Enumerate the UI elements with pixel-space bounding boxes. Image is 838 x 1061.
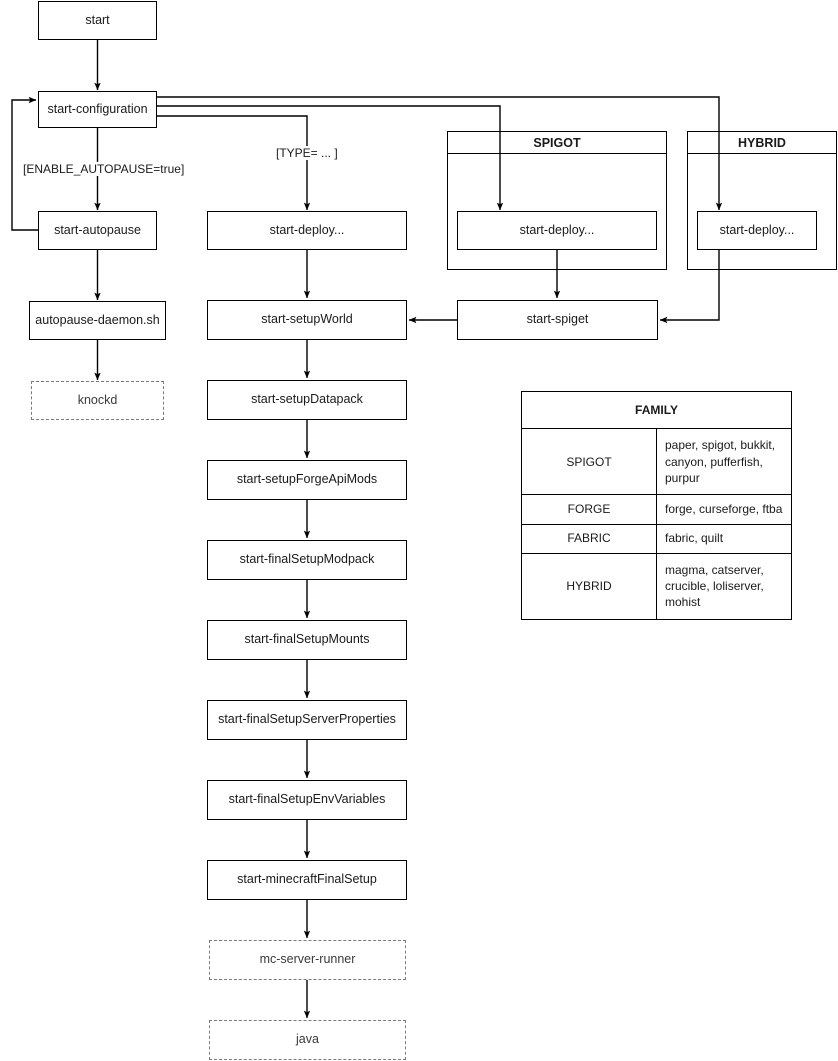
family-legend-value: magma, catserver, crucible, loliserver, …	[656, 552, 791, 619]
edge-label-enable-autopause: [ENABLE_AUTOPAUSE=true]	[21, 162, 187, 176]
family-legend-value: forge, curseforge, ftba	[656, 494, 791, 525]
family-legend-key: FABRIC	[522, 523, 657, 554]
node-start-minecraftfinalsetup[interactable]: start-minecraftFinalSetup	[207, 860, 407, 900]
group-hybrid: HYBRID	[687, 131, 837, 270]
family-legend-key: FORGE	[522, 494, 657, 525]
node-start-configuration[interactable]: start-configuration	[38, 91, 157, 128]
node-start-finalsetupserverproperties[interactable]: start-finalSetupServerProperties	[207, 700, 407, 740]
family-legend-key: SPIGOT	[522, 427, 657, 495]
family-legend-row: SPIGOT paper, spigot, bukkit, canyon, pu…	[522, 427, 791, 495]
node-start-deploy-main[interactable]: start-deploy...	[207, 211, 407, 250]
family-legend-table: FAMILY SPIGOT paper, spigot, bukkit, can…	[522, 392, 791, 619]
family-legend-row: FORGE forge, curseforge, ftba	[522, 494, 791, 525]
family-legend-row: HYBRID magma, catserver, crucible, lolis…	[522, 552, 791, 619]
node-java[interactable]: java	[209, 1020, 406, 1060]
family-legend-header-row: FAMILY	[522, 392, 791, 429]
node-start-deploy-spigot[interactable]: start-deploy...	[457, 211, 657, 250]
node-mc-server-runner[interactable]: mc-server-runner	[209, 940, 406, 980]
node-start-finalsetupenvvariables[interactable]: start-finalSetupEnvVariables	[207, 780, 407, 820]
family-legend-key: HYBRID	[522, 552, 657, 619]
node-start-finalsetupmounts[interactable]: start-finalSetupMounts	[207, 620, 407, 660]
group-hybrid-title: HYBRID	[688, 132, 836, 154]
node-start[interactable]: start	[38, 1, 157, 40]
family-legend: FAMILY SPIGOT paper, spigot, bukkit, can…	[521, 391, 792, 620]
node-start-autopause[interactable]: start-autopause	[38, 211, 157, 250]
node-start-setupworld[interactable]: start-setupWorld	[207, 300, 407, 340]
node-autopause-daemon-sh[interactable]: autopause-daemon.sh	[29, 301, 166, 340]
node-start-setupdatapack[interactable]: start-setupDatapack	[207, 380, 407, 420]
node-start-setupforgeapimods[interactable]: start-setupForgeApiMods	[207, 460, 407, 500]
family-legend-row: FABRIC fabric, quilt	[522, 523, 791, 554]
family-legend-title: FAMILY	[522, 392, 791, 429]
edge-label-type: [TYPE= ... ]	[274, 146, 340, 160]
group-spigot-title: SPIGOT	[448, 132, 666, 154]
node-start-spiget[interactable]: start-spiget	[457, 300, 658, 340]
family-legend-value: fabric, quilt	[656, 523, 791, 554]
node-start-deploy-hybrid[interactable]: start-deploy...	[697, 211, 817, 250]
node-start-finalsetupmodpack[interactable]: start-finalSetupModpack	[207, 540, 407, 580]
family-legend-value: paper, spigot, bukkit, canyon, pufferfis…	[656, 427, 791, 495]
node-knockd[interactable]: knockd	[31, 381, 164, 420]
